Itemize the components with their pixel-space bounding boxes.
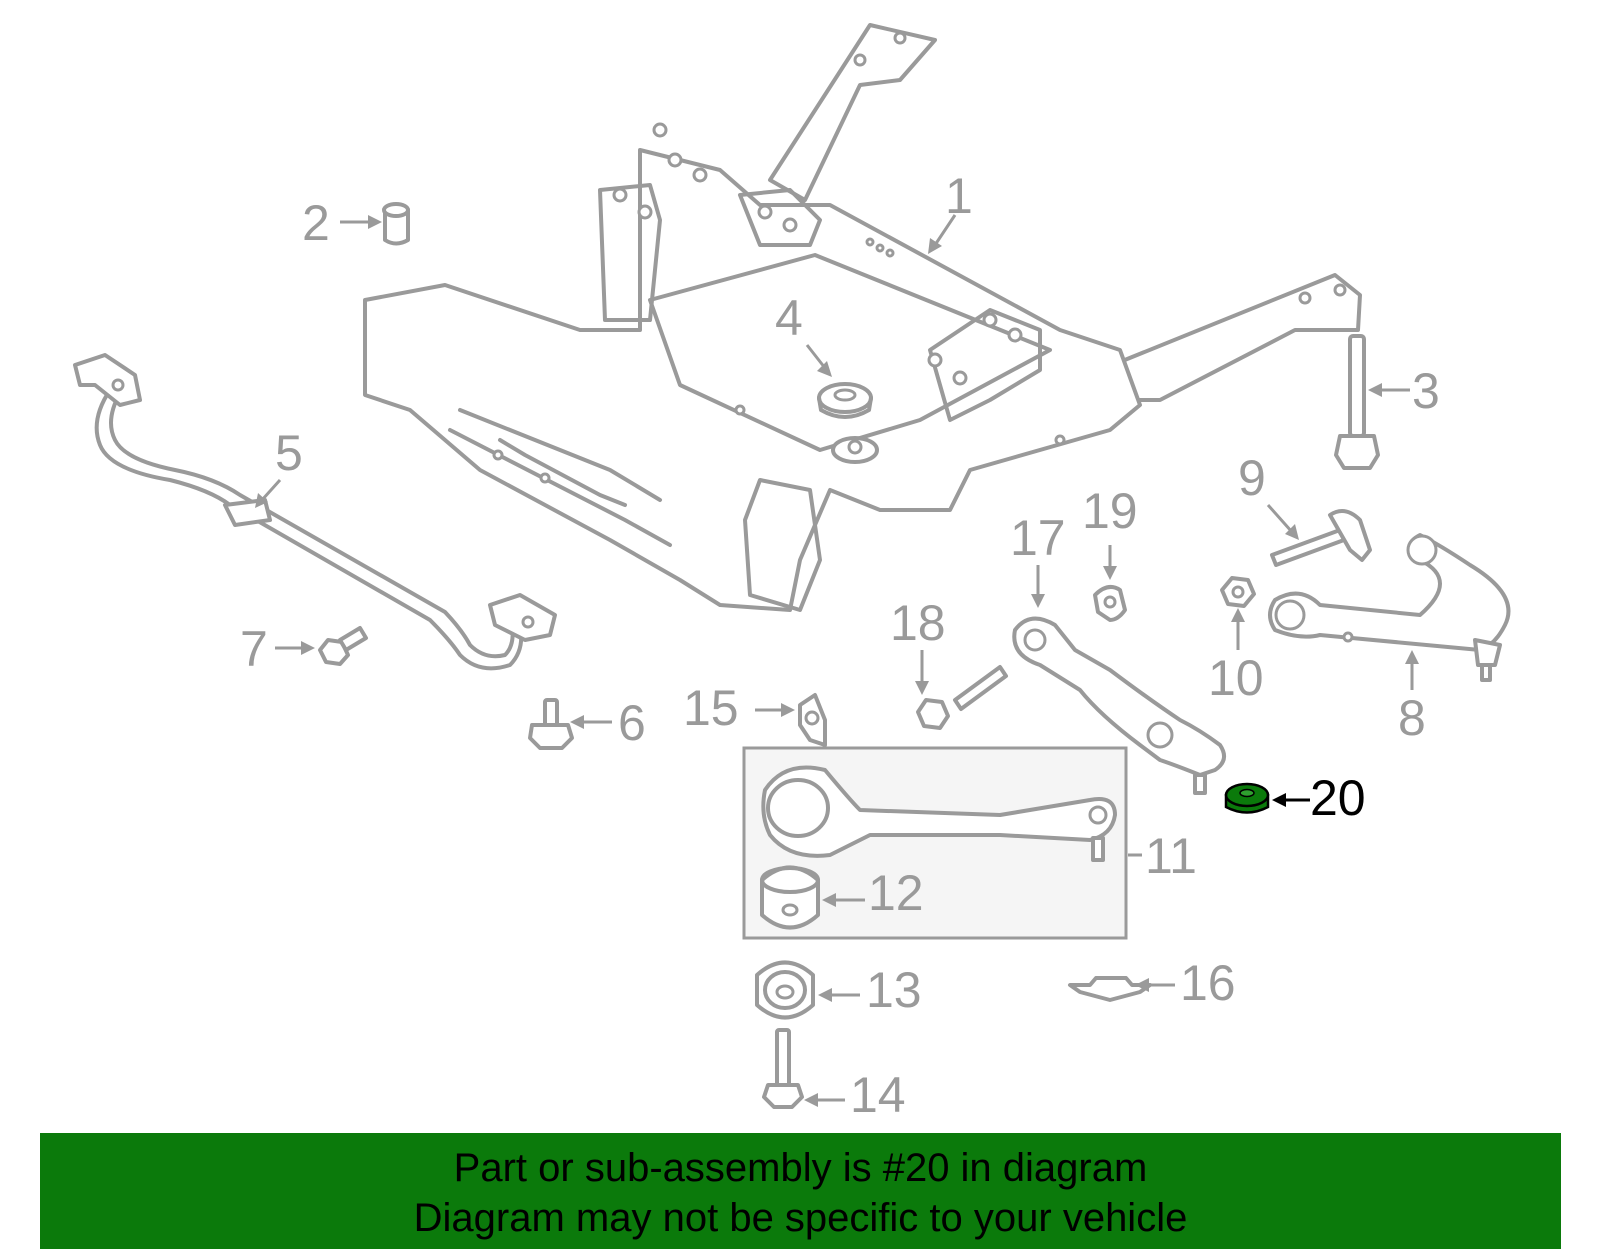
- banner-part-notice: Part or sub-assembly is #20 in diagram: [453, 1146, 1148, 1190]
- bracket-part-15: [798, 693, 827, 747]
- callout-17: 17: [1010, 510, 1066, 566]
- callout-14: 14: [850, 1067, 906, 1123]
- callout-4: 4: [775, 290, 803, 346]
- callout-20-highlighted: 20: [1310, 770, 1366, 826]
- callout-3: 3: [1412, 363, 1440, 419]
- callout-1: 1: [945, 168, 973, 224]
- kit-box-part-11: [742, 746, 1128, 940]
- stabilizer-bar-part-5: [73, 353, 557, 671]
- leader-lines: [255, 214, 1419, 1107]
- callout-19: 19: [1082, 483, 1138, 539]
- nut-part-10: [1220, 576, 1256, 608]
- callout-2: 2: [302, 195, 330, 251]
- callout-15: 15: [683, 680, 739, 736]
- callout-5: 5: [275, 425, 303, 481]
- sleeve-part-2: [382, 202, 410, 246]
- callout-18: 18: [890, 595, 946, 651]
- bushing-part-13: [755, 960, 815, 1020]
- callout-7: 7: [240, 621, 268, 677]
- callout-labels: 1 2 3 4 5 6 7 8 9 10 11 12 13 14 15 16 1…: [240, 168, 1440, 1123]
- bushing-part-20-highlighted[interactable]: [1224, 782, 1270, 814]
- callout-6: 6: [618, 695, 646, 751]
- bolt-part-14: [762, 1028, 804, 1109]
- lower-control-arm-part-17: [1012, 616, 1226, 795]
- info-banner: Part or sub-assembly is #20 in diagram D…: [40, 1133, 1561, 1249]
- upper-control-arm-part-8: [1268, 533, 1511, 682]
- callout-8: 8: [1398, 690, 1426, 746]
- banner-disclaimer: Diagram may not be specific to your vehi…: [413, 1196, 1188, 1240]
- mount-part-4: [817, 382, 873, 419]
- bolt-part-3: [1334, 334, 1380, 470]
- stud-part-6: [528, 698, 574, 750]
- callout-11: 11: [1145, 828, 1197, 884]
- plate-part-16: [1068, 976, 1152, 1002]
- callout-9: 9: [1238, 450, 1266, 506]
- callout-10: 10: [1208, 650, 1264, 706]
- bushing-part-19: [1093, 584, 1127, 622]
- callout-13: 13: [866, 962, 922, 1018]
- callout-16: 16: [1180, 955, 1236, 1011]
- bolt-part-7: [318, 626, 368, 666]
- bolt-part-18: [916, 665, 1008, 730]
- callout-12: 12: [868, 865, 924, 921]
- subframe-part-1: [363, 23, 1362, 612]
- pin-part-9: [1270, 509, 1372, 567]
